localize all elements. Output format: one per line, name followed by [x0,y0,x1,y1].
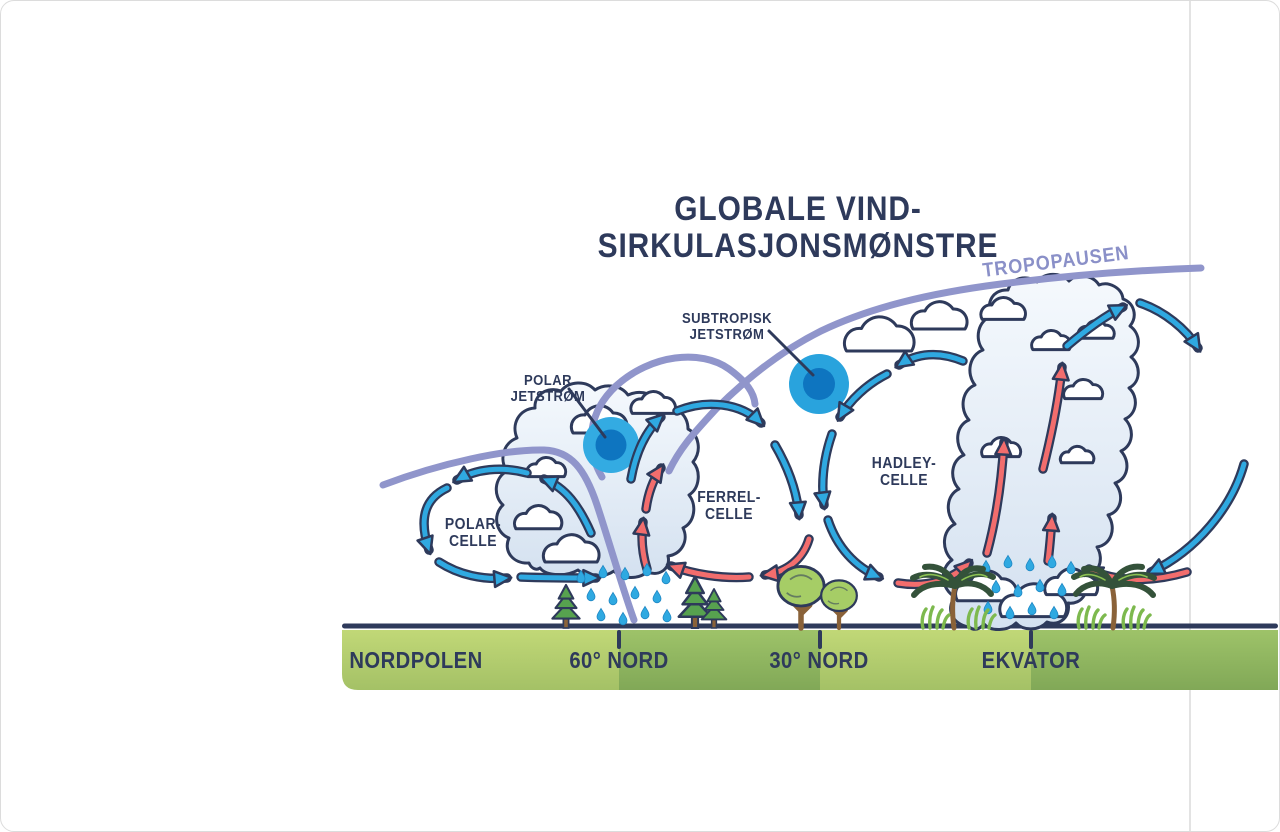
ground-label-nordpolen: NORDPOLEN [349,647,483,673]
subtropical-jet-circle [789,354,849,414]
ground-label-60-nord: 60° NORD [569,647,669,673]
polar-jet-circle [583,417,639,473]
ferrel-cell-arrows [626,399,814,583]
page-title: GLOBALE VIND- SIRKULASJONSMØNSTRE [598,191,999,264]
polar-jet-label: POLAR JETSTRØM [510,373,586,406]
ferrel-cell-label: FERREL- CELLE [697,489,761,524]
ground-label-ekvator: EKVATOR [981,647,1081,673]
hadley-cell-arrows [813,298,1249,590]
deciduous-trees [778,566,857,628]
hadley-cell-label: HADLEY- CELLE [871,455,937,490]
jet-pointer-lines [567,329,815,439]
page-divider-line [1189,1,1191,831]
polar-cell-arrows [416,464,602,589]
title-line-1: GLOBALE VIND- [674,190,922,228]
ground-label-30-nord: 30° NORD [769,647,869,673]
title-line-2: SIRKULASJONSMØNSTRE [597,226,999,265]
pine-trees [551,575,728,630]
subtropical-jet-label: SUBTROPISK JETSTRØM [681,311,773,344]
polar-cell-label: POLAR- CELLE [444,516,502,551]
ground-ticks [617,630,1033,649]
ground-strip [342,630,1278,690]
